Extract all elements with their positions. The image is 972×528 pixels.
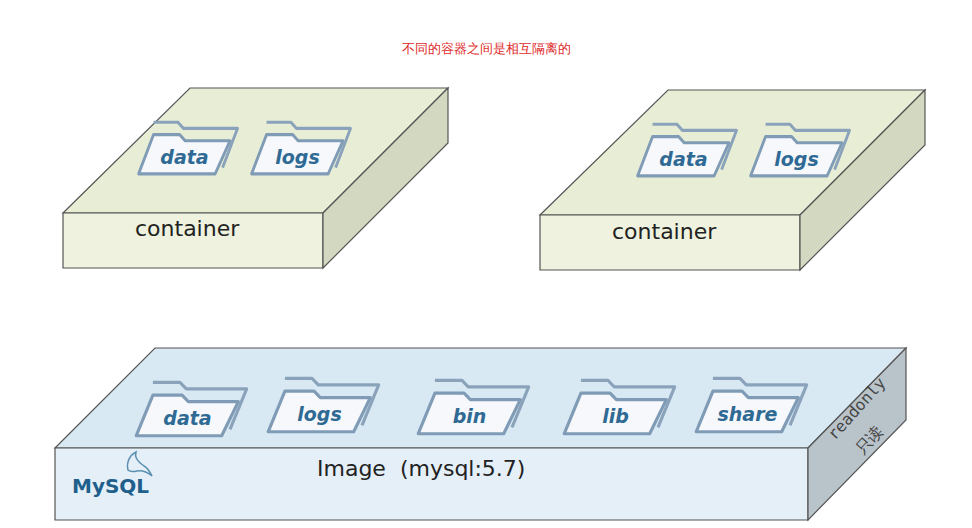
folder-icon: logs — [246, 116, 358, 178]
slab-front — [540, 215, 800, 270]
layer-label: Image (mysql:5.7) — [317, 456, 525, 481]
layer-label: container — [612, 219, 716, 244]
dolphin-logo — [127, 452, 152, 476]
layer-label: container — [135, 216, 239, 241]
folder-icon: data — [130, 376, 255, 440]
folder-icon: share — [690, 372, 815, 436]
slab-side — [323, 88, 448, 268]
slab-front — [63, 213, 323, 268]
folder-label: data — [163, 407, 211, 429]
layer-box: container data logs — [63, 88, 448, 268]
folder-icon: logs — [745, 118, 857, 180]
folder-icon: data — [632, 118, 744, 180]
folder-label: bin — [453, 405, 487, 427]
folder-icon: bin — [412, 374, 537, 438]
layer-box: Image (mysql:5.7) data logs bin lib share — [55, 348, 906, 520]
folder-label: lib — [602, 405, 629, 427]
folder-icon: lib — [558, 374, 683, 438]
folder-icon: logs — [262, 372, 387, 436]
slab-top — [55, 348, 906, 448]
folder-icon: data — [133, 116, 245, 178]
title: 不同的容器之间是相互隔离的 — [402, 40, 571, 58]
layer-box: container data logs — [540, 90, 925, 270]
folder-label: data — [659, 148, 707, 170]
slab-side — [800, 90, 925, 270]
logo-text: MySQL — [72, 474, 149, 498]
folder-label: logs — [275, 146, 319, 168]
folder-label: logs — [297, 403, 341, 425]
folder-label: data — [160, 146, 208, 168]
folder-label: logs — [774, 148, 818, 170]
slab-side — [808, 348, 906, 520]
slab-front — [55, 448, 808, 520]
folder-label: share — [718, 403, 778, 425]
